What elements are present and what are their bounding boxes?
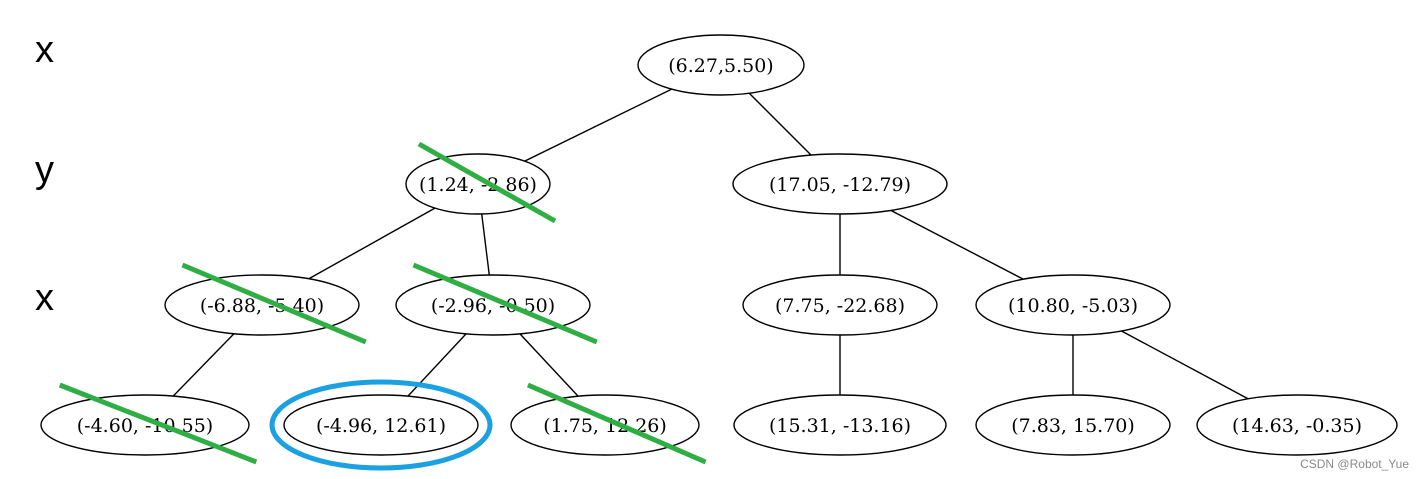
annotation-marks-layer bbox=[58, 141, 707, 471]
node-label: (-4.96, 12.61) bbox=[316, 415, 446, 437]
node-label: (15.31, -13.16) bbox=[769, 415, 911, 437]
watermark: CSDN @Robot_Yue bbox=[1300, 457, 1409, 471]
axis-label-level-1: y bbox=[35, 149, 54, 191]
tree-node-rll: (15.31, -13.16) bbox=[733, 394, 947, 456]
strike-mark-lr bbox=[412, 262, 598, 345]
node-label: (17.05, -12.79) bbox=[769, 174, 911, 196]
node-ellipse bbox=[733, 394, 947, 456]
node-ellipse bbox=[975, 274, 1171, 336]
node-label: (1.24, -2.86) bbox=[419, 174, 537, 196]
node-label: (6.27,5.50) bbox=[668, 55, 773, 77]
tree-node-r: (17.05, -12.79) bbox=[732, 153, 948, 215]
node-ellipse bbox=[637, 34, 805, 96]
strike-mark-lrr bbox=[526, 382, 707, 465]
edges-layer bbox=[144, 64, 1298, 426]
node-ellipse bbox=[742, 274, 938, 336]
tree-node-rr: (10.80, -5.03) bbox=[975, 274, 1171, 336]
axis-label-level-2: x bbox=[35, 277, 54, 319]
tree-node-lrl: (-4.96, 12.61) bbox=[283, 394, 479, 456]
node-ellipse bbox=[732, 153, 948, 215]
strike-mark-lll bbox=[58, 382, 258, 465]
tree-node-root: (6.27,5.50) bbox=[637, 34, 805, 96]
strike-mark-ll bbox=[181, 262, 367, 345]
node-ellipse bbox=[975, 394, 1171, 456]
node-label: (10.80, -5.03) bbox=[1008, 295, 1138, 317]
tree-node-rrl: (7.83, 15.70) bbox=[975, 394, 1171, 456]
node-label: (7.75, -22.68) bbox=[775, 295, 905, 317]
highlight-circle-lrl bbox=[269, 379, 493, 471]
node-ellipse bbox=[1196, 394, 1398, 456]
tree-node-rrr: (14.63, -0.35) bbox=[1196, 394, 1398, 456]
node-label: (7.83, 15.70) bbox=[1011, 415, 1135, 437]
node-ellipse bbox=[283, 394, 479, 456]
nodes-layer: (6.27,5.50) (1.24, -2.86) (17.05, -12.79) (… bbox=[40, 34, 1398, 456]
tree-node-rl: (7.75, -22.68) bbox=[742, 274, 938, 336]
node-label: (14.63, -0.35) bbox=[1232, 415, 1362, 437]
strike-mark-l bbox=[417, 141, 557, 224]
axis-label-level-0: x bbox=[35, 29, 54, 71]
